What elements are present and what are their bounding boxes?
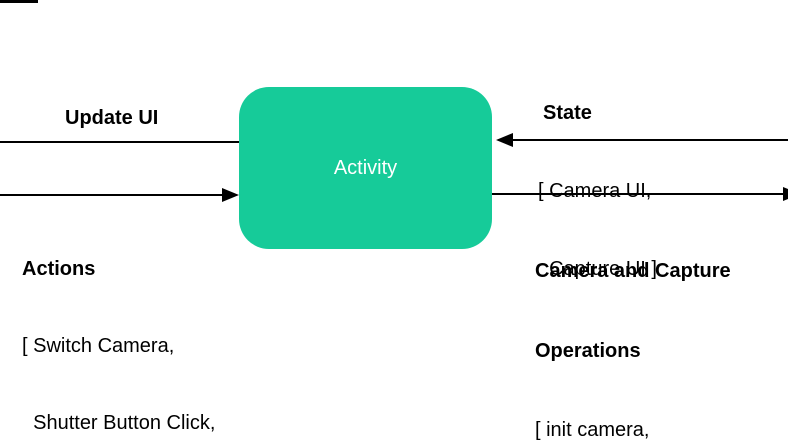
actions-title: Actions bbox=[22, 258, 96, 281]
activity-label: Activity bbox=[333, 156, 398, 179]
top-left-line-fragment bbox=[0, 0, 38, 3]
activity-node: Activity bbox=[239, 87, 492, 249]
state-arrow-line bbox=[511, 139, 788, 141]
actions-item: Shutter Button Click, bbox=[22, 411, 216, 434]
operations-arrow-line bbox=[491, 193, 788, 195]
actions-label-block: Actions [ Switch Camera, Shutter Button … bbox=[22, 206, 264, 444]
actions-arrowhead bbox=[222, 188, 239, 202]
state-item: Capture UI ] bbox=[538, 258, 657, 280]
state-arrowhead bbox=[496, 133, 513, 147]
actions-item: [ Switch Camera, bbox=[22, 334, 175, 357]
operations-arrowhead-clipped bbox=[783, 187, 788, 201]
state-label-block: State [ Camera UI, Capture UI ] bbox=[538, 48, 657, 334]
operations-title-line2: Operations bbox=[535, 339, 641, 362]
actions-arrow-line bbox=[0, 194, 224, 196]
operations-item: [ init camera, bbox=[535, 419, 650, 441]
operations-label-block: Camera and Capture Operations [ init cam… bbox=[535, 205, 731, 444]
operations-title-line1: Camera and Capture bbox=[535, 260, 731, 282]
state-title: State bbox=[543, 102, 592, 124]
update-ui-label: Update UI bbox=[65, 107, 159, 129]
update-ui-arrow-line bbox=[0, 141, 241, 143]
state-item: [ Camera UI, bbox=[538, 180, 652, 202]
